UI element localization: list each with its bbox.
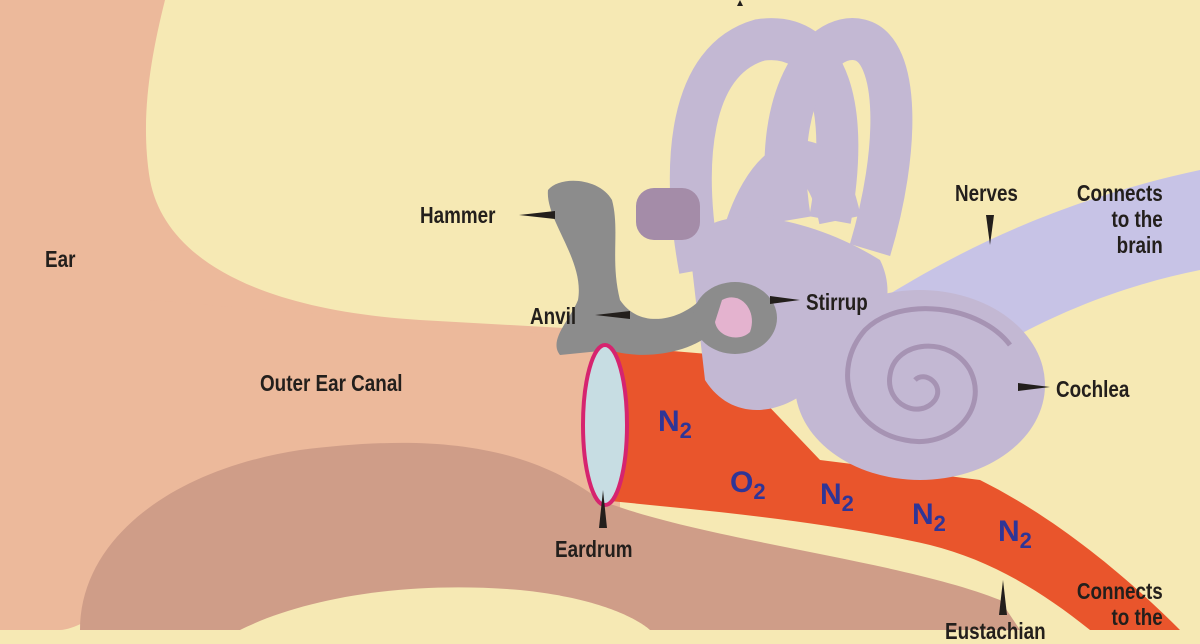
canal-shadow — [80, 442, 1020, 630]
middle-ear-air — [600, 345, 1180, 630]
label-line: Connects — [1077, 180, 1163, 206]
gas-subscript: 2 — [753, 479, 766, 504]
label-line: to the — [1111, 604, 1163, 630]
gas-symbol: N — [658, 405, 680, 438]
gas-n2: N2 — [998, 515, 1032, 554]
gas-n2: N2 — [658, 405, 692, 444]
gas-o2: O2 — [730, 466, 766, 505]
gas-subscript: 2 — [841, 491, 854, 516]
eardrum — [581, 343, 629, 507]
label-line: Connects — [1077, 578, 1163, 604]
gas-subscript: 2 — [933, 511, 946, 536]
gas-symbol: N — [820, 478, 842, 511]
label-eustachian: Eustachian — [945, 618, 1046, 644]
ear-diagram — [0, 0, 1200, 630]
incus-block — [636, 188, 700, 240]
cochlea — [795, 290, 1045, 480]
label-ear: Ear — [45, 246, 76, 272]
stirrup-footplate — [715, 297, 752, 338]
label-cochlea: Cochlea — [1056, 376, 1130, 402]
label-line: to the — [1111, 206, 1163, 232]
label-nerves: Nerves — [955, 180, 1018, 206]
label-connects-brain: Connects to the brain — [1077, 180, 1163, 258]
gas-symbol: N — [998, 515, 1020, 548]
cochlea-spiral — [845, 306, 1012, 444]
label-line: brain — [1116, 232, 1163, 258]
gas-subscript: 2 — [679, 418, 692, 443]
label-eardrum: Eardrum — [555, 536, 633, 562]
gas-symbol: N — [912, 498, 934, 531]
label-hammer: Hammer — [420, 202, 496, 228]
gas-symbol: O — [730, 466, 754, 499]
gas-n2: N2 — [820, 478, 854, 517]
lower-yellow — [240, 587, 650, 630]
label-stirrup: Stirrup — [806, 289, 868, 315]
label-outer-ear-canal: Outer Ear Canal — [260, 370, 403, 396]
label-anvil: Anvil — [530, 303, 577, 329]
hammer-bone — [547, 180, 715, 355]
gas-subscript: 2 — [1019, 528, 1032, 553]
label-connects-bottom: Connects to the — [1077, 578, 1163, 630]
gas-n2: N2 — [912, 498, 946, 537]
pointer-arrows — [519, 0, 1050, 615]
